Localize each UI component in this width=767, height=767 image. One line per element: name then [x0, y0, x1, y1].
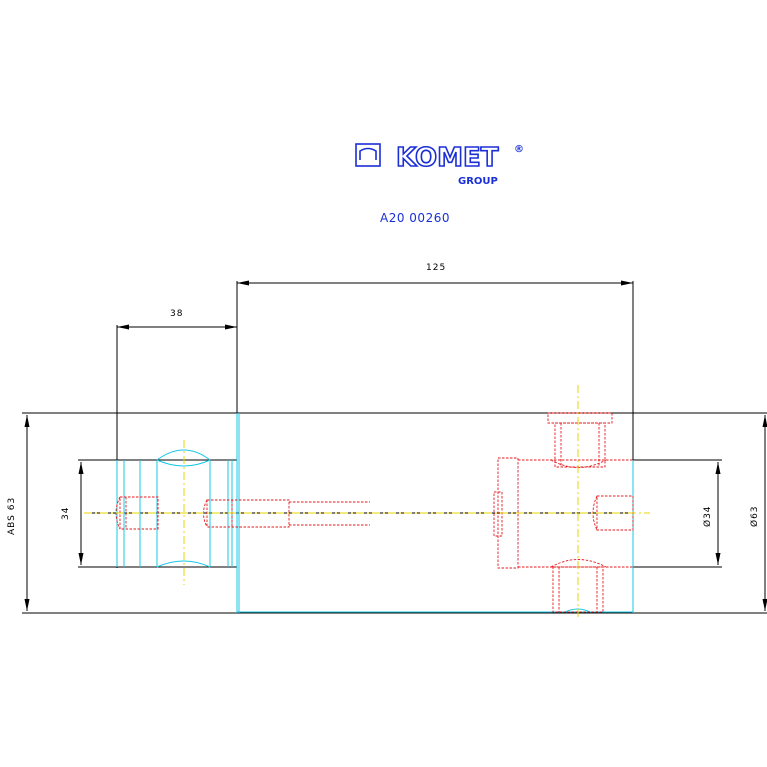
dim-label-d63: Ø63 — [749, 505, 760, 527]
dimension-left-diameter: 34 — [61, 462, 84, 565]
komet-bracket-icon — [355, 143, 381, 167]
dim-label-125: 125 — [426, 263, 446, 273]
dimension-overall-length: 125 — [236, 263, 634, 613]
dim-label-34: 34 — [61, 507, 71, 520]
logo-registered: ® — [514, 144, 524, 155]
logo-sub: GROUP — [458, 176, 498, 187]
dimension-right-large-diameter: Ø63 — [749, 415, 767, 611]
dimension-abs: ABS 63 — [7, 415, 30, 611]
dim-label-d34: Ø34 — [702, 505, 713, 527]
centerlines-yellow — [84, 385, 650, 620]
logo-brand: KOMET — [396, 143, 499, 173]
dimension-right-small-diameter: Ø34 — [702, 462, 721, 565]
document-number: A20 00260 — [380, 211, 450, 225]
komet-logo: KOMET ® GROUP — [355, 142, 524, 187]
dim-label-38: 38 — [170, 309, 183, 319]
dim-label-abs: ABS 63 — [7, 497, 17, 535]
